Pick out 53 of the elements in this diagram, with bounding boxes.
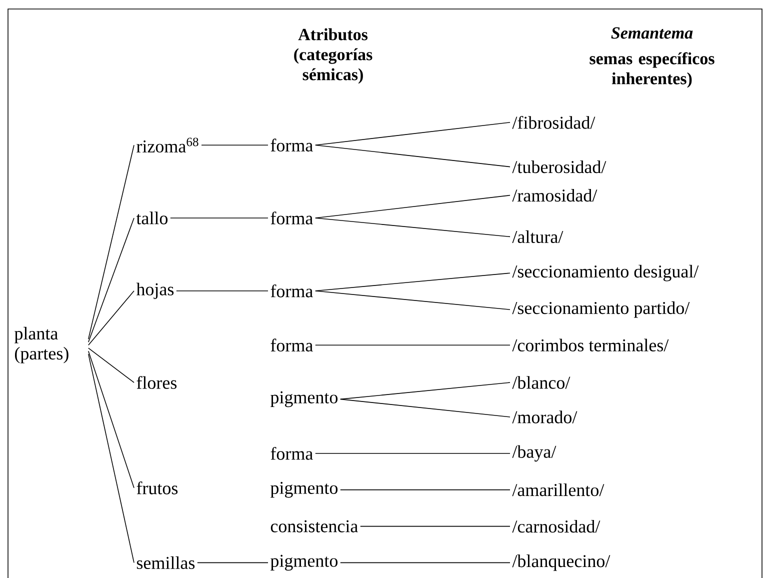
term-label: forma xyxy=(270,338,313,352)
connector-line xyxy=(314,453,510,454)
term-label: pigmento xyxy=(270,482,338,498)
connector-line xyxy=(197,562,268,564)
term-label: semillas xyxy=(136,556,195,570)
term-label: consistencia xyxy=(270,520,358,532)
term-label: frutos xyxy=(136,481,178,494)
term-label: /tuberosidad/ xyxy=(512,160,606,174)
term-label: pigmento xyxy=(270,391,338,408)
connector-line xyxy=(201,144,268,146)
column-heading: semas específicos inherentes) xyxy=(590,52,714,88)
term-label: forma xyxy=(270,138,313,152)
connector-line xyxy=(88,350,134,488)
term-label: tallo xyxy=(136,212,168,224)
term-label: rizoma$^{68}$ xyxy=(136,138,198,152)
connector-line xyxy=(340,398,510,418)
term-label: forma xyxy=(270,212,313,224)
connector-line xyxy=(314,218,510,238)
term-label: /ramosidad/ xyxy=(512,188,598,202)
term-label: pigmento xyxy=(270,554,338,571)
connector-line xyxy=(340,382,510,400)
connector-line xyxy=(314,344,510,346)
connector-line xyxy=(314,290,510,310)
connector-line xyxy=(88,144,134,340)
connector-line xyxy=(88,354,134,564)
term-label: /corimbos terminales/ xyxy=(512,338,669,352)
term-label: /blanquecino/ xyxy=(512,554,610,571)
connector-line xyxy=(314,122,510,146)
term-label: /altura/ xyxy=(512,230,564,244)
term-label: forma xyxy=(270,446,313,460)
connector-line xyxy=(314,144,510,168)
connector-line xyxy=(340,489,510,490)
connector-line xyxy=(88,348,134,383)
term-label: /fibrosidad/ xyxy=(512,116,596,129)
connector-line xyxy=(360,526,510,527)
column-heading: Atributos (categorías sémicas) xyxy=(294,28,372,84)
term-label: hojas xyxy=(136,282,174,300)
connector-line xyxy=(340,562,510,564)
term-label: planta (partes) xyxy=(14,326,68,364)
connector-line xyxy=(314,194,510,218)
term-label: /morado/ xyxy=(512,410,578,424)
column-heading: Semantema xyxy=(611,27,693,39)
connector-line xyxy=(176,290,268,292)
term-label: /carnosidad/ xyxy=(512,520,600,533)
connector-line xyxy=(88,290,134,346)
term-label: /seccionamiento partido/ xyxy=(512,301,690,318)
term-label: /seccionamiento desigual/ xyxy=(512,264,699,282)
term-label: forma xyxy=(270,284,313,298)
term-label: /amarillento/ xyxy=(512,483,604,496)
term-label: /blanco/ xyxy=(512,376,570,389)
term-label: flores xyxy=(136,376,177,389)
connector-line xyxy=(88,218,134,342)
term-label: /baya/ xyxy=(512,445,556,462)
